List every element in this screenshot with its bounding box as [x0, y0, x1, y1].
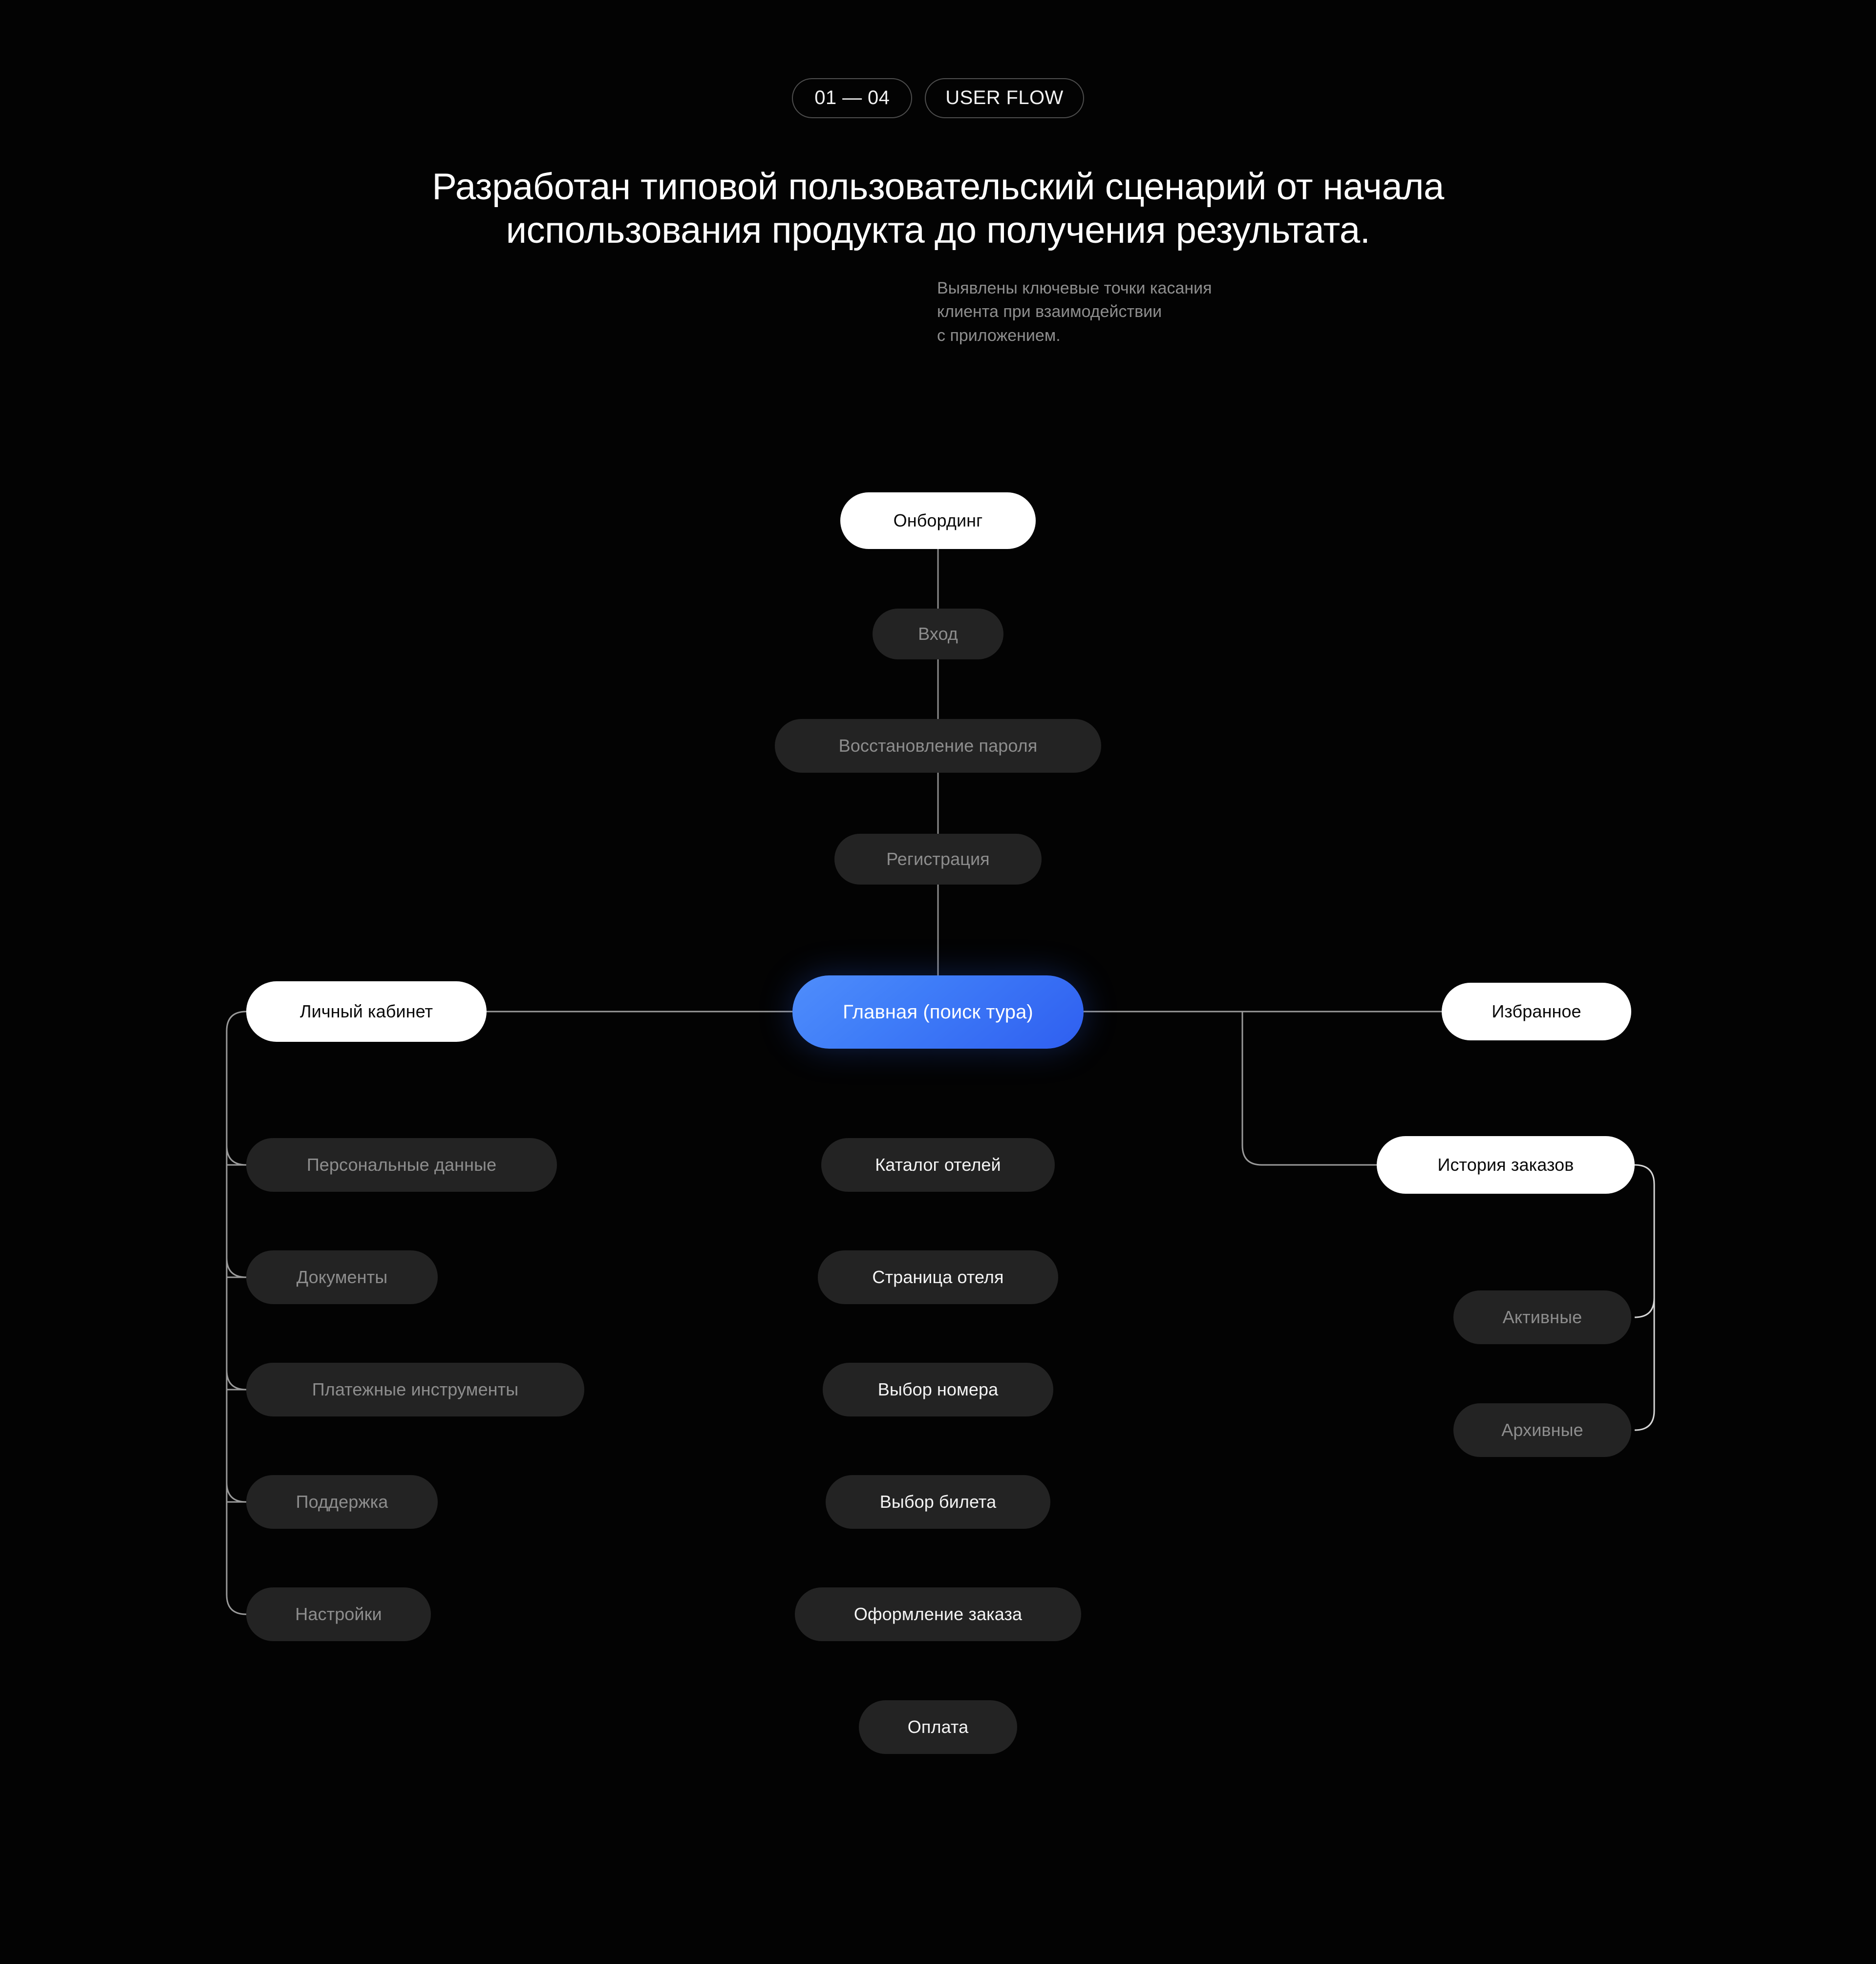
node-personal-data[interactable]: Персональные данные: [246, 1138, 557, 1192]
node-payment[interactable]: Оплата: [859, 1700, 1017, 1754]
node-documents[interactable]: Документы: [246, 1250, 438, 1304]
account-child-stubs: [226, 1145, 247, 1503]
node-orders-history[interactable]: История заказов: [1377, 1136, 1635, 1194]
badge-row: 01 — 04 USER FLOW: [0, 78, 1876, 118]
node-registration[interactable]: Регистрация: [834, 834, 1042, 885]
orders-history-wire: [1241, 1012, 1377, 1166]
page-title: Разработан типовой пользовательский сцен…: [278, 166, 1598, 253]
node-personal-account[interactable]: Личный кабинет: [246, 981, 487, 1042]
node-settings[interactable]: Настройки: [246, 1587, 431, 1641]
node-password-recovery[interactable]: Восстановление пароля: [775, 719, 1101, 773]
node-hotel-catalog[interactable]: Каталог отелей: [821, 1138, 1055, 1192]
section-badge: USER FLOW: [925, 78, 1084, 118]
node-orders-archived[interactable]: Архивные: [1453, 1403, 1631, 1457]
orders-spine: [1634, 1164, 1655, 1431]
node-checkout[interactable]: Оформление заказа: [795, 1587, 1081, 1641]
step-badge: 01 — 04: [792, 78, 913, 118]
node-favorites[interactable]: Избранное: [1442, 983, 1631, 1040]
node-home-search-tour[interactable]: Главная (поиск тура): [792, 975, 1084, 1049]
headline-line-2: использования продукта до получения резу…: [506, 209, 1370, 251]
node-payment-tools[interactable]: Платежные инструменты: [246, 1363, 584, 1416]
node-hotel-page[interactable]: Страница отеля: [818, 1250, 1058, 1304]
account-spine: [226, 1011, 247, 1615]
page-subtitle: Выявлены ключевые точки касания клиента …: [937, 279, 1212, 345]
node-room-selection[interactable]: Выбор номера: [823, 1363, 1053, 1416]
node-login[interactable]: Вход: [873, 609, 1003, 659]
headline-line-1: Разработан типовой пользовательский сцен…: [432, 166, 1444, 208]
node-orders-active[interactable]: Активные: [1453, 1290, 1631, 1344]
node-onboarding[interactable]: Онбординг: [840, 492, 1036, 549]
node-support[interactable]: Поддержка: [246, 1475, 438, 1529]
node-ticket-selection[interactable]: Выбор билета: [826, 1475, 1050, 1529]
